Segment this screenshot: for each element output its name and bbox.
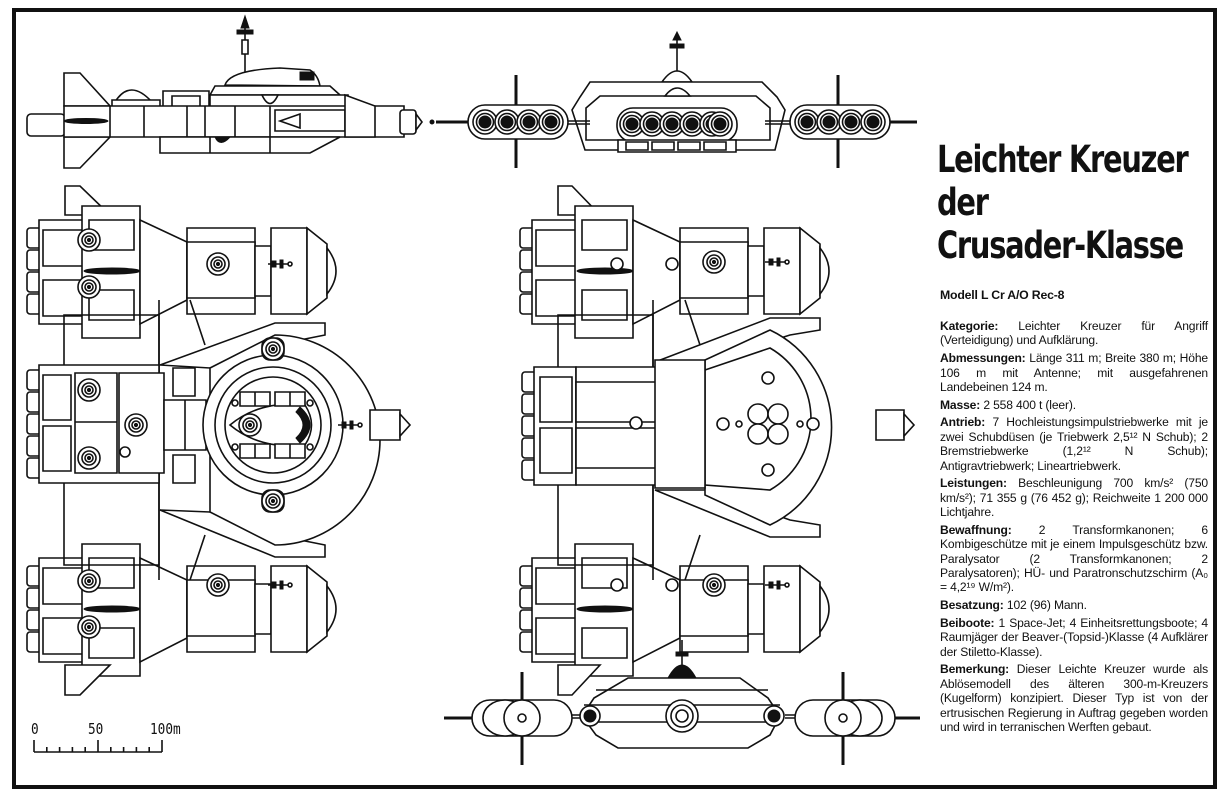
spec-masse: Masse: 2 558 400 t (leer).	[940, 397, 1076, 412]
ship-title: Leichter Kreuzer der Crusader-Klasse	[937, 138, 1189, 267]
spec-beiboote: Beiboote: 1 Space-Jet; 4 Einheitsrettung…	[940, 615, 1208, 659]
spec-bemerkung: Bemerkung: Dieser Leichte Kreuzer wurde …	[940, 662, 1208, 734]
side-view	[27, 16, 434, 168]
top-view	[26, 186, 410, 695]
model-designation: Modell L Cr A/O Rec-8	[940, 288, 1065, 302]
spec-list: Kategorie: Leichter Kreuzer für Angriff …	[940, 319, 1208, 738]
spec-bewaffnung: Bewaffnung: 2 Transformkanonen; 6 Kombig…	[940, 522, 1208, 595]
scale-label-0: 0	[31, 720, 39, 738]
spec-besatzung: Besatzung: 102 (96) Mann.	[940, 598, 1087, 613]
front-view-top	[436, 32, 917, 168]
bottom-view	[519, 186, 914, 695]
scale-label-50: 50	[88, 720, 104, 738]
rear-view	[444, 640, 920, 765]
scale-label-100: 100m	[150, 720, 181, 738]
sheet-frame	[12, 8, 1217, 789]
spec-antrieb: Antrieb: 7 Hochleistungsimpulstriebwerke…	[940, 415, 1208, 473]
title-line-1: Leichter Kreuzer	[937, 138, 1189, 181]
spec-abmessungen: Abmessungen: Länge 311 m; Breite 380 m; …	[940, 351, 1208, 394]
title-line-2: der	[937, 181, 989, 224]
scale-bar	[34, 740, 162, 752]
spec-kategorie: Kategorie: Leichter Kreuzer für Angriff …	[940, 319, 1208, 348]
spec-leistungen: Leistungen: Beschleunigung 700 km/s² (75…	[940, 476, 1208, 520]
title-line-3: Crusader-Klasse	[937, 224, 1184, 267]
